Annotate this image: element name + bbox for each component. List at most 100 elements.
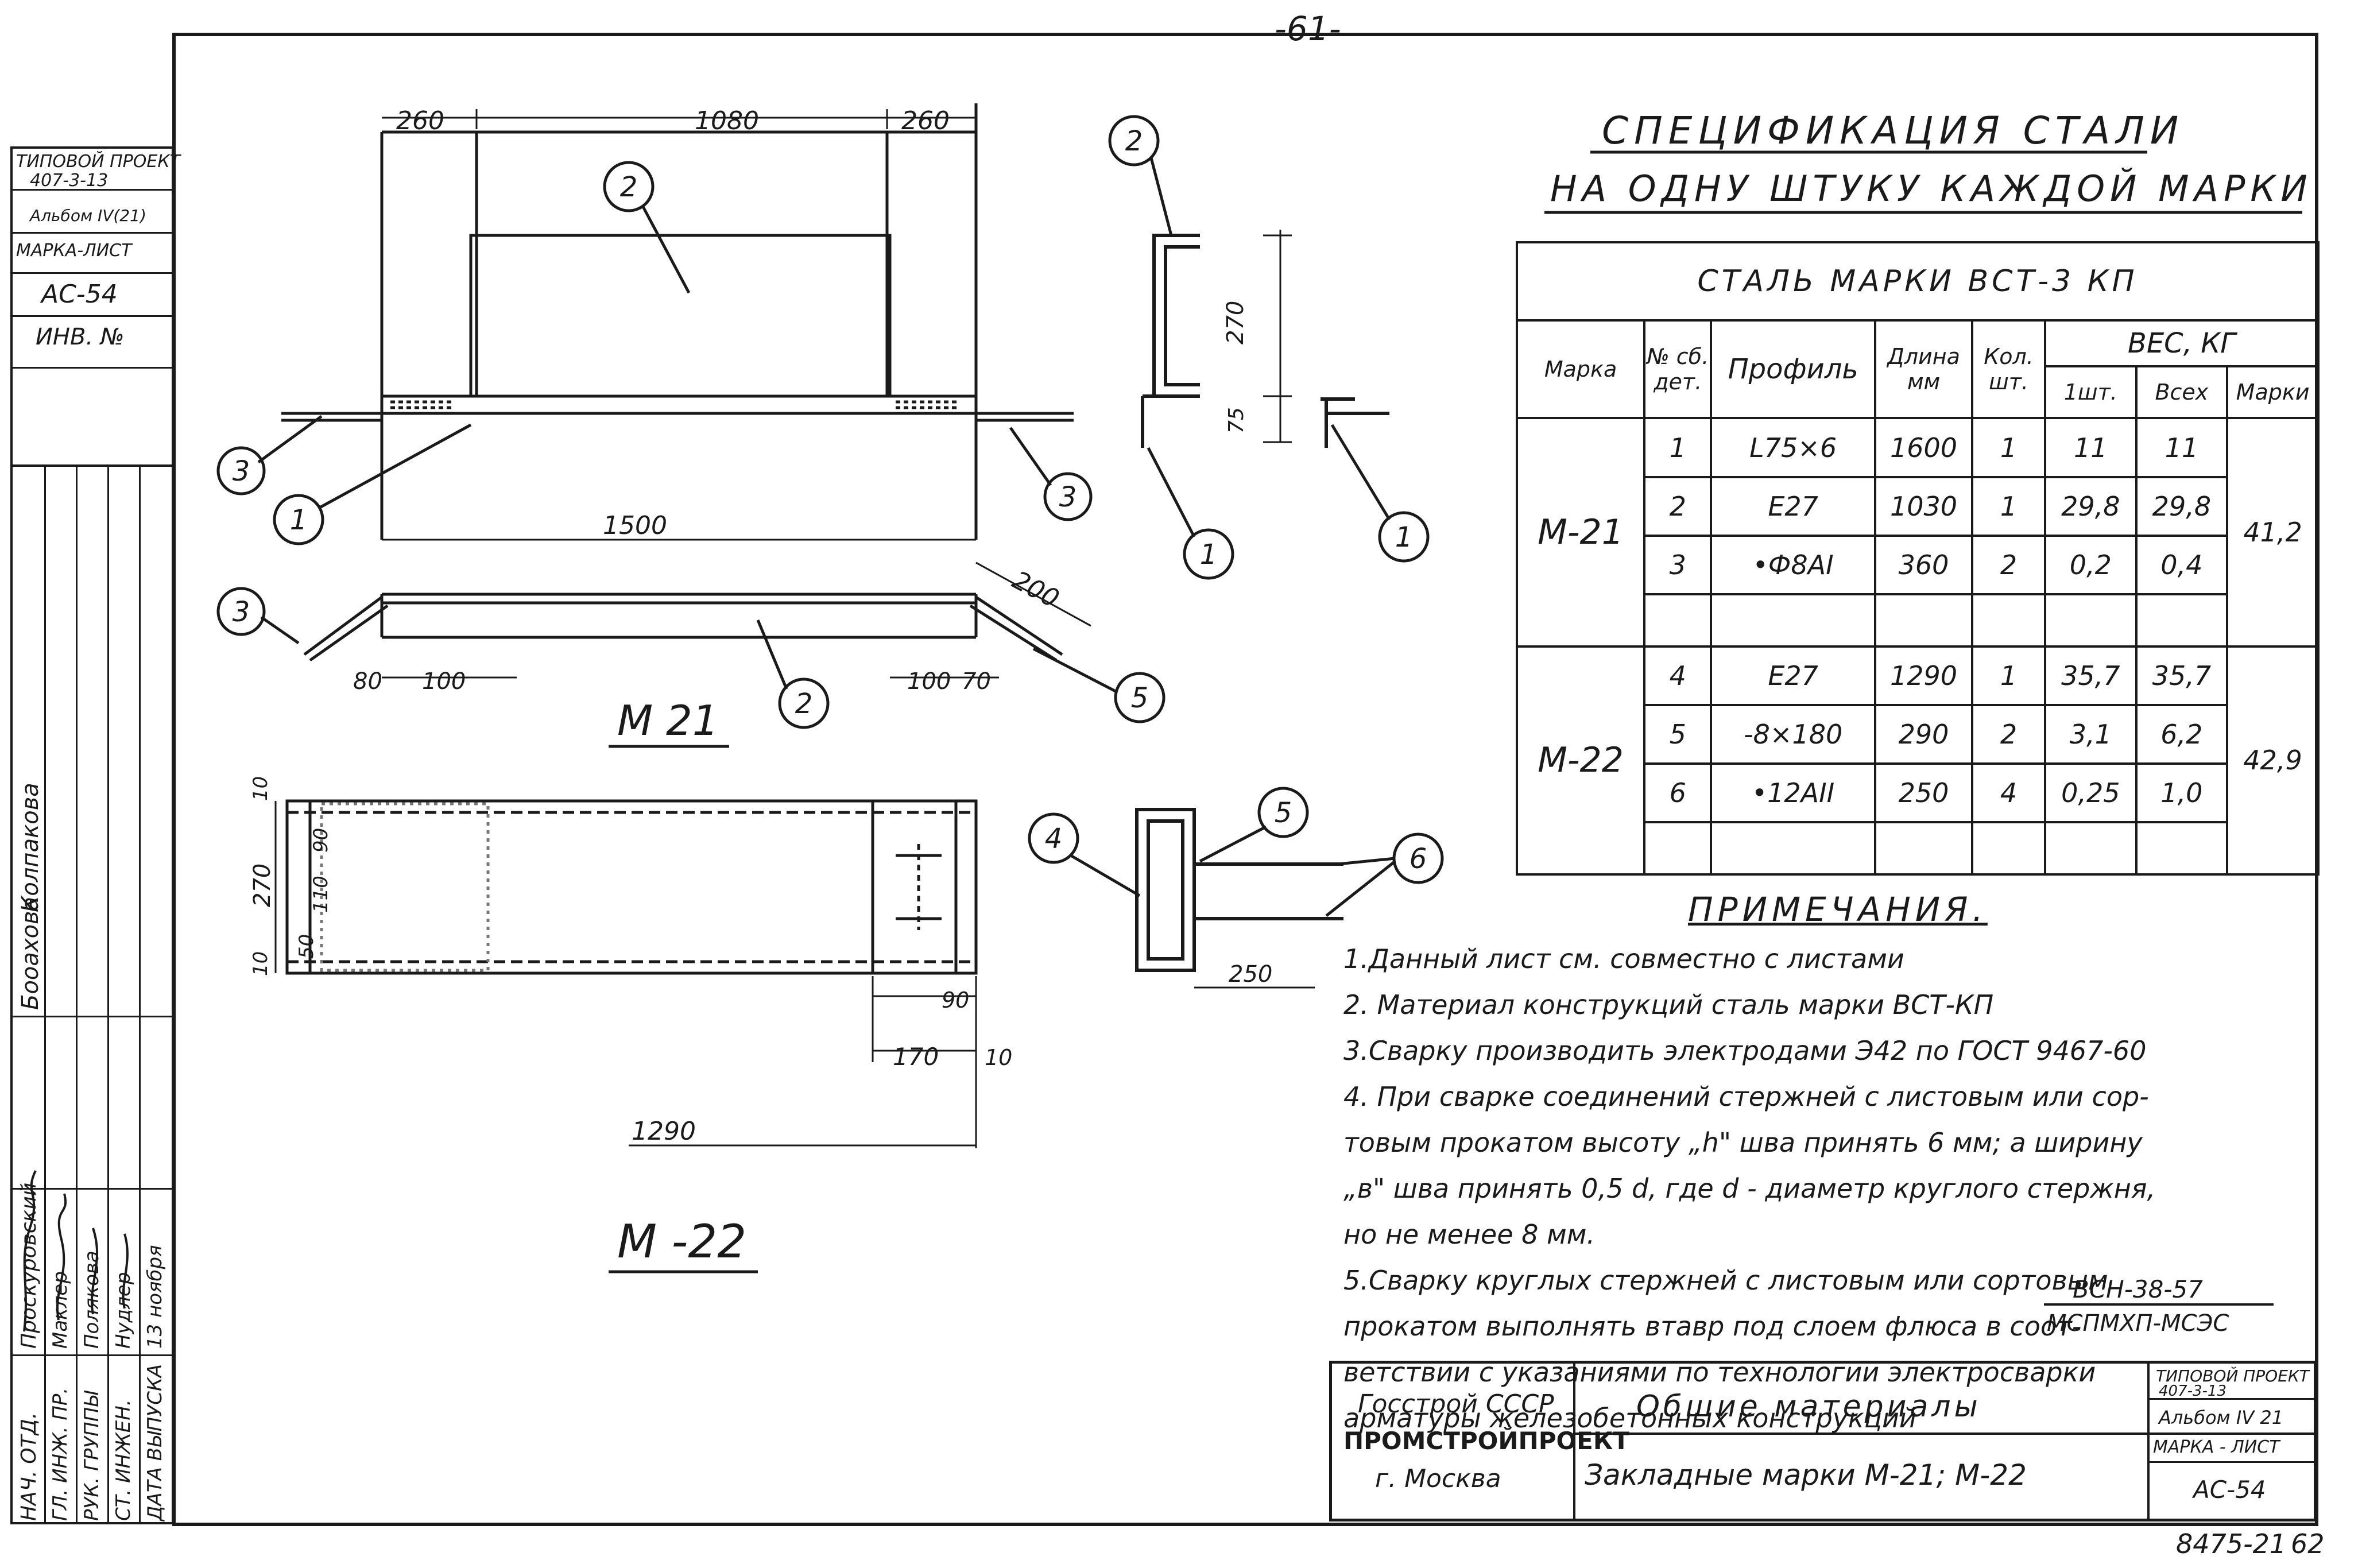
cell: 1: [1971, 645, 2046, 706]
cell: 290: [1873, 703, 1974, 765]
role-4: СТ. ИНЖЕН.: [112, 1399, 135, 1521]
dim-1080: 1080: [695, 106, 759, 135]
dim-90b: 90: [942, 988, 969, 1013]
cell: 2: [1643, 475, 1713, 537]
stamp-project-label: ТИПОВОЙ ПРОЕКТ: [2156, 1366, 2309, 1385]
spec-title-2: НА ОДНУ ШТУКУ КАЖДОЙ МАРКИ: [1550, 167, 2313, 210]
dim-80: 80: [353, 668, 382, 695]
m21-label: М 21: [617, 696, 719, 745]
strip-sheet-code: АС-54: [41, 280, 118, 309]
stamp-album: Альбом IV 21: [2159, 1407, 2284, 1428]
note-fraction-bottom: МСПМХП-МСЭС: [2047, 1310, 2229, 1337]
dim-170: 170: [893, 1043, 939, 1071]
note-line: 1.Данный лист см. совместно с листами: [1343, 943, 1904, 974]
dim-270-m22: 270: [249, 864, 276, 907]
note-line: 3.Сварку производить электродами Э42 по …: [1343, 1035, 2147, 1066]
cell: 1,0: [2135, 762, 2229, 824]
extra-name-1: Колпакова: [17, 783, 44, 912]
table-row: 3 •Ф8АI 360 2 0,2 0,4: [1517, 534, 2318, 595]
table-row: М-21 1 L75×6 1600 1 11 11 41,2: [1515, 417, 2320, 648]
cell: 35,7: [2043, 645, 2138, 706]
note-line: 2. Материал конструкций сталь марки ВСТ-…: [1343, 989, 1994, 1020]
total-m21: 41,2: [2226, 417, 2320, 648]
dim-270-sec: 270: [1222, 301, 1249, 344]
cell: 0,2: [2043, 534, 2138, 595]
callout-2c: 2: [795, 688, 813, 720]
notes-title: ПРИМЕЧАНИЯ.: [1688, 890, 1988, 929]
callout-6: 6: [1410, 843, 1427, 875]
callout-2a: 2: [620, 171, 638, 203]
table-row: 5 -8×180 290 2 3,1 6,2: [1517, 703, 2318, 765]
table-row: М-22 4 Е27 1290 1 35,7 35,7 42,9: [1515, 645, 2320, 876]
hdr-part-no: № сб. дет.: [1643, 319, 1713, 420]
note-line: арматуры железобетонных конструкций: [1343, 1403, 1916, 1434]
cell: 2: [1971, 703, 2046, 765]
dim-110: 110: [309, 876, 332, 913]
title-block: Госстрой СССР ПРОМСТРОЙПРОЕКТ г. Москва …: [1329, 1361, 2317, 1521]
cell: 29,8: [2135, 475, 2229, 537]
cell: 3,1: [2043, 703, 2138, 765]
cell: 2: [1971, 534, 2046, 595]
m22-section: [1135, 808, 1343, 989]
cell: 4: [1643, 645, 1713, 706]
role-3: РУК. ГРУППЫ: [80, 1391, 103, 1521]
stamp-title-1: Общие материалы: [1636, 1389, 1981, 1424]
sheet-footer-code: 8475-21: [2176, 1528, 2286, 1559]
table-row: 6 •12АII 250 4 0,25 1,0: [1517, 762, 2318, 824]
cell: 6: [1643, 762, 1713, 824]
dim-260b: 260: [901, 106, 950, 135]
callout-5a: 5: [1131, 682, 1149, 714]
dim-260a: 260: [396, 106, 444, 135]
callouts-m21: [216, 115, 1430, 729]
mark-m22: М-22: [1515, 645, 1646, 876]
m21-plan-view: [281, 103, 1074, 541]
callouts-m22: [1028, 787, 1444, 917]
note-line: „в" шва принять 0,5 d, где d - диаметр к…: [1343, 1173, 2156, 1204]
hdr-qty: Кол. шт.: [1971, 319, 2046, 420]
left-signature-strip: ТИПОВОЙ ПРОЕКТ 407-3-13 Альбом IV(21) МА…: [10, 146, 180, 1524]
sheet-footer-num: 62: [2291, 1528, 2325, 1559]
role-5: ДАТА ВЫПУСКА: [144, 1364, 166, 1521]
dim-1500: 1500: [603, 511, 667, 540]
extra-name-2: Бооахова: [17, 896, 44, 1010]
cell: 0,4: [2135, 534, 2229, 595]
cell: •Ф8АI: [1710, 534, 1876, 595]
dim-10c: 10: [985, 1045, 1012, 1070]
cell: 1600: [1873, 417, 1974, 478]
callout-1a: 1: [290, 504, 308, 536]
cell: -8×180: [1710, 703, 1876, 765]
cell: Е27: [1710, 645, 1876, 706]
role-2: ГЛ. ИНЖ. ПР.: [49, 1387, 72, 1521]
table-row: 2 Е27 1030 1 29,8 29,8: [1517, 475, 2318, 537]
cell: 0,25: [2043, 762, 2138, 824]
cell: 6,2: [2135, 703, 2229, 765]
dim-70: 70: [962, 668, 991, 695]
m22-label: М -22: [617, 1215, 746, 1268]
cell: 11: [2135, 417, 2229, 478]
dim-90a: 90: [309, 828, 332, 853]
note-line: прокатом выполнять втавр под слоем флюса…: [1343, 1311, 2082, 1342]
note-line: 4. При сварке соединений стержней с лист…: [1343, 1081, 2149, 1112]
cell: 4: [1971, 762, 2046, 824]
callout-5b: 5: [1275, 797, 1292, 829]
dim-75-sec: 75: [1225, 407, 1248, 433]
callout-numbers-m21: 2 3 1 3 2 1 1 3 2 5: [233, 125, 1413, 720]
cell: 1290: [1873, 645, 1974, 706]
callout-3b: 3: [1059, 481, 1077, 513]
hdr-w-all: Всех: [2135, 365, 2229, 420]
cell: 29,8: [2043, 475, 2138, 537]
hdr-length: Длина мм: [1873, 319, 1974, 420]
hdr-profile: Профиль: [1710, 319, 1876, 420]
notes: 1.Данный лист см. совместно с листами 2.…: [1343, 936, 2342, 1441]
org-line-3: г. Москва: [1375, 1464, 1501, 1493]
callout-4: 4: [1045, 823, 1063, 855]
dim-10a: 10: [249, 776, 272, 801]
m21-side-view: [303, 562, 1091, 679]
callout-2b: 2: [1125, 125, 1143, 157]
total-m22: 42,9: [2226, 645, 2320, 876]
dim-100b: 100: [907, 668, 951, 695]
hdr-mark: Марка: [1515, 319, 1646, 420]
org-line-1: Госстрой СССР: [1358, 1389, 1554, 1419]
